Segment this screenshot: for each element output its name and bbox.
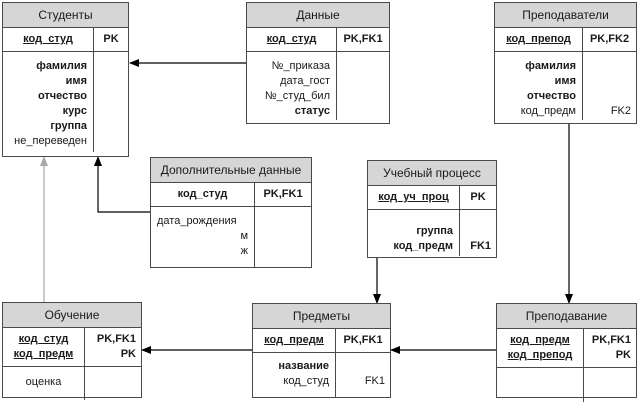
pk-key: PK: [615, 349, 631, 361]
attr-row: фамилия имя отчество код_предм FK2: [495, 52, 636, 123]
pk-row: код_предм код_препод PK,FK1 PK: [497, 329, 636, 368]
pk-row: код_препод PK,FK2: [495, 28, 636, 52]
entity-data: Данные код_студ PK,FK1 №_приказа дата_го…: [246, 2, 390, 124]
attr-row: фамилия имя отчество курс группа не_пере…: [3, 52, 128, 152]
pk-key: PK,FK1: [343, 33, 383, 45]
pk-attr: код_предм: [13, 348, 74, 360]
entity-title: Преподаватели: [495, 3, 636, 28]
pk-attr: код_студ: [23, 33, 73, 45]
attr: отчество: [37, 90, 87, 102]
entity-extra: Дополнительные данные код_студ PK,FK1 да…: [150, 157, 312, 268]
pk-key: PK,FK1: [343, 334, 383, 346]
pk-row: код_предм PK,FK1: [253, 329, 390, 353]
pk-key: PK: [470, 191, 486, 203]
attr: №_приказа: [271, 60, 330, 72]
entity-study: Обучение код_студ код_предм PK,FK1 PK оц…: [2, 302, 142, 400]
entity-title: Предметы: [253, 304, 390, 329]
pk-attr: код_предм: [510, 334, 570, 346]
attr: код_студ: [283, 375, 329, 387]
pk-row: код_студ PK: [3, 28, 128, 52]
attr-row: название код_студ FK1: [253, 353, 390, 397]
pk-key: PK: [103, 33, 119, 45]
entity-title: Учебный процесс: [368, 161, 496, 186]
pk-attr: код_студ: [177, 188, 228, 200]
attr-key: FK1: [364, 375, 385, 387]
attr: код_предм: [393, 240, 453, 252]
entity-title: Студенты: [3, 3, 128, 28]
entity-title: Дополнительные данные: [151, 158, 311, 183]
pk-key: PK,FK2: [589, 33, 630, 45]
attr: дата_рождения: [157, 215, 237, 227]
attr: курс: [62, 105, 87, 117]
pk-row: код_студ PK,FK1: [151, 183, 311, 207]
pk-attr: код_студ: [266, 33, 317, 45]
entity-teaching: Преподавание код_предм код_препод PK,FK1…: [496, 303, 637, 402]
pk-attr: код_препод: [507, 349, 573, 361]
entity-title: Обучение: [3, 303, 141, 328]
attr: имя: [554, 75, 576, 87]
pk-attr: код_предм: [264, 334, 324, 346]
entity-subjects: Предметы код_предм PK,FK1 название код_с…: [252, 303, 391, 398]
pk-key: PK,FK1: [96, 333, 136, 345]
entity-teachers: Преподаватели код_препод PK,FK2 фамилия …: [494, 2, 637, 124]
attr-row: оценка: [3, 367, 141, 400]
pk-attr: код_препод: [506, 33, 571, 45]
attr: группа: [416, 225, 453, 237]
attr-key: FK2: [610, 105, 631, 117]
attr: имя: [65, 75, 87, 87]
attr: отчество: [526, 90, 576, 102]
attr: №_студ_бил: [264, 90, 330, 102]
entity-students: Студенты код_студ PK фамилия имя отчеств…: [2, 2, 129, 157]
attr: фамилия: [525, 60, 576, 72]
link-extra-students: [94, 156, 150, 213]
pk-row: код_студ PK,FK1: [247, 28, 389, 52]
pk-attr: код_уч_проц: [378, 191, 449, 203]
attr: код_предм: [520, 105, 576, 117]
pk-key: PK: [120, 348, 136, 360]
entity-title: Преподавание: [497, 304, 636, 329]
attr: группа: [50, 120, 87, 132]
attr: ж: [240, 245, 248, 257]
attr-row: [497, 368, 636, 402]
pk-row: код_студ код_предм PK,FK1 PK: [3, 328, 141, 367]
attr: статус: [294, 105, 330, 117]
attr-key: FK1: [470, 240, 491, 252]
entity-title: Данные: [247, 3, 389, 28]
entity-process: Учебный процесс код_уч_проц PK группа ко…: [367, 160, 497, 258]
attr: м: [240, 230, 248, 242]
attr-row: №_приказа дата_гост №_студ_бил статус: [247, 52, 389, 120]
attr-row: дата_рождения м ж: [151, 207, 311, 267]
attr: фамилия: [36, 60, 87, 72]
attr: дата_гост: [280, 75, 330, 87]
pk-attr: код_студ: [18, 333, 69, 345]
pk-key: PK,FK1: [263, 188, 303, 200]
attr: оценка: [25, 376, 62, 388]
attr-row: группа код_предм FK1: [368, 210, 496, 258]
attr: не_переведен: [14, 135, 87, 147]
pk-key: PK,FK1: [591, 334, 631, 346]
attr: название: [278, 360, 329, 372]
pk-row: код_уч_проц PK: [368, 186, 496, 210]
